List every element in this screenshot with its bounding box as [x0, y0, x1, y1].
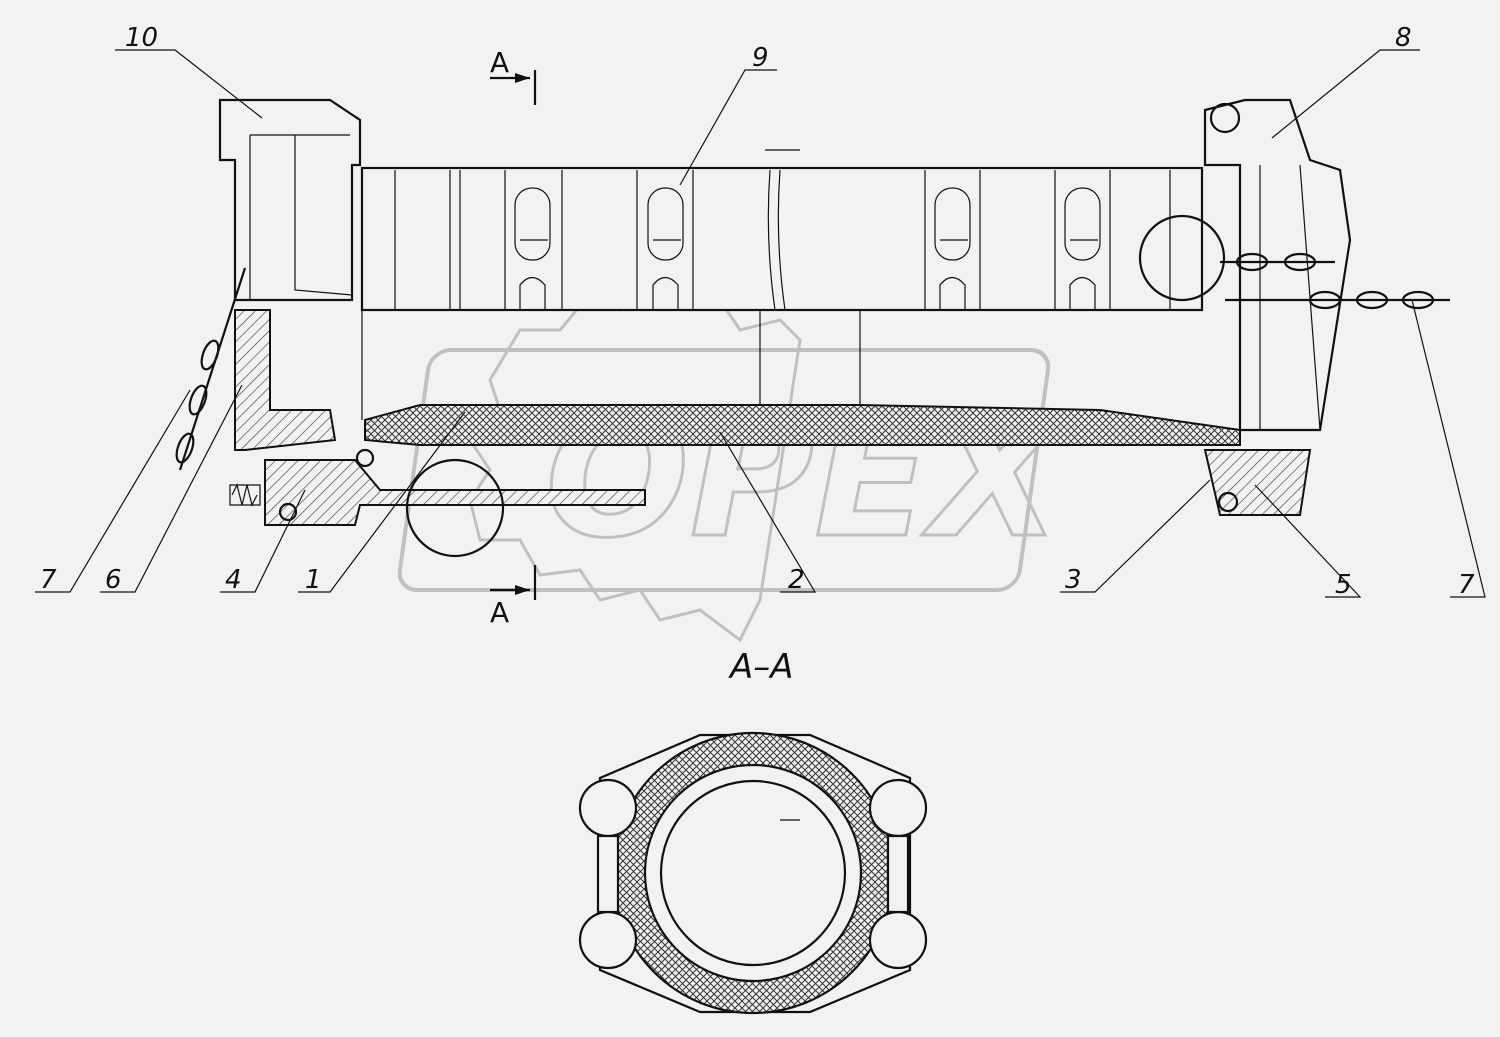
callout-8: 8: [1395, 23, 1412, 53]
callout-9: 9: [752, 43, 769, 73]
callout-7-right: 7: [1458, 570, 1475, 600]
callout-4: 4: [225, 565, 242, 595]
coupling-body: [218, 98, 1352, 432]
section-view: [578, 731, 928, 1015]
section-title: A–A: [728, 647, 794, 687]
section-marker: A A: [490, 46, 537, 629]
callout-3: 3: [1065, 565, 1082, 595]
watermark: OPEX: [397, 288, 1071, 643]
chain-left: [175, 267, 247, 471]
callout-labels: 10 9 8 7 6 4 1 2 3 5 7: [40, 23, 1475, 600]
callout-5: 5: [1335, 570, 1352, 600]
callout-10: 10: [125, 23, 158, 53]
callout-2: 2: [788, 565, 805, 595]
callout-leaders: [35, 49, 1486, 598]
section-letter-bottom: A: [490, 596, 509, 629]
callout-6: 6: [105, 565, 122, 595]
callout-7-left: 7: [40, 565, 57, 595]
callout-1: 1: [305, 565, 322, 595]
section-letter-top: A: [490, 46, 509, 79]
coupling-section: [229, 214, 1312, 558]
